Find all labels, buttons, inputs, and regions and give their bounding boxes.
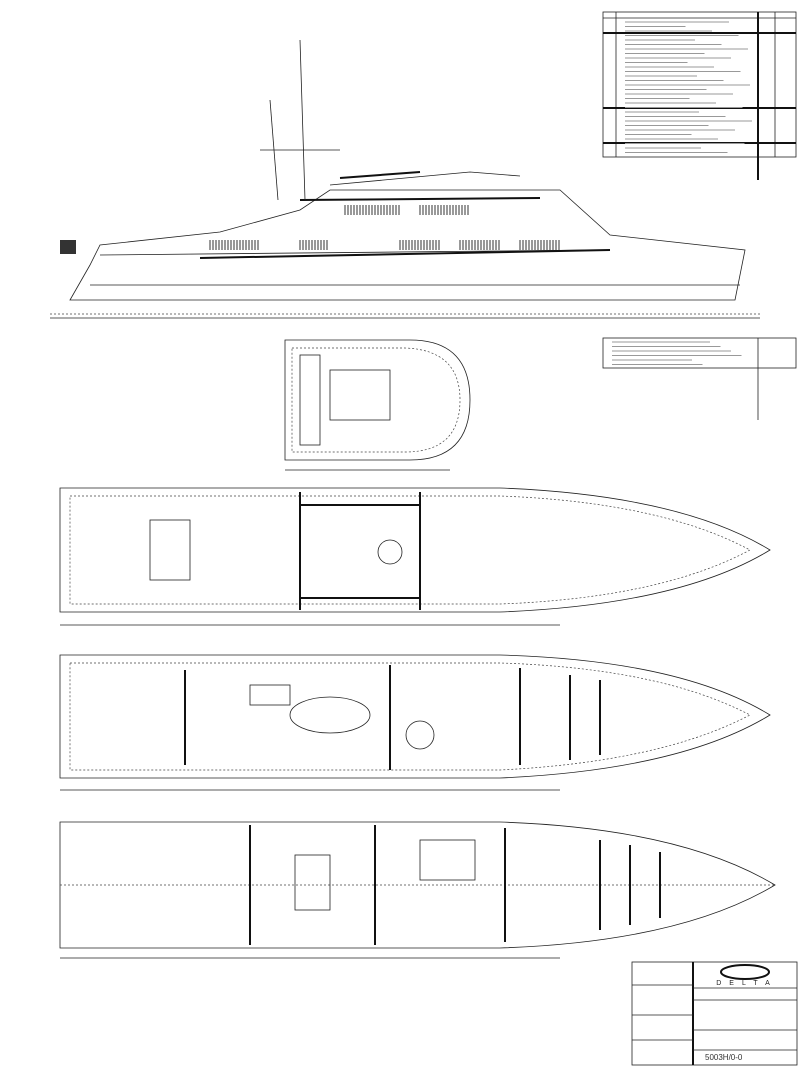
delta-logo <box>720 964 770 980</box>
title-block <box>631 961 798 1066</box>
profile-view <box>50 39 760 319</box>
revision-table-2 <box>602 337 797 420</box>
main-deck-plan <box>59 654 771 791</box>
flybridge-plan <box>284 339 471 471</box>
bridge-deck-plan <box>59 487 771 626</box>
revision-table <box>602 11 797 180</box>
lower-deck-plan <box>59 821 776 959</box>
logo-text: DELTA <box>716 980 778 987</box>
drawing-number: 5003H/0-0 <box>705 1053 743 1062</box>
flag-icon <box>60 240 76 254</box>
